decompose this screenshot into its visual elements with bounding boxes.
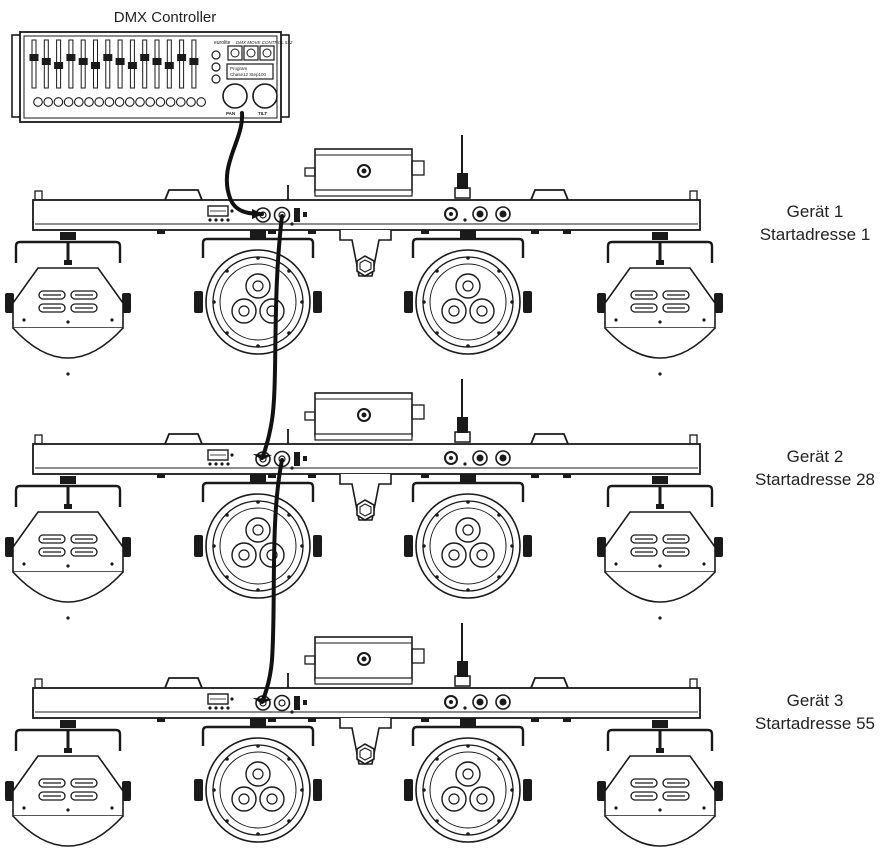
knob-label-tilt: TILT <box>258 111 267 116</box>
cable-arrow-2 <box>253 454 272 460</box>
fader-knob <box>140 54 150 61</box>
controller-button <box>43 97 54 107</box>
controller-model: DMX MOVE CONTROL 512 <box>236 40 293 45</box>
device-1-name: Gerät 1 <box>786 202 844 221</box>
device-1-label: Gerät 1 Startadresse 1 <box>735 201 895 247</box>
device-2-name: Gerät 2 <box>786 447 844 466</box>
fader-track <box>68 39 74 89</box>
fader-track <box>142 39 148 89</box>
controller-button <box>94 97 105 107</box>
fader-knob <box>115 58 125 65</box>
controller-brand: eurolite <box>214 40 231 46</box>
controller-button <box>73 97 84 107</box>
controller-button <box>63 97 74 107</box>
cable-controller-to-device-1 <box>224 111 264 216</box>
knob-label-pan: PAN <box>226 111 235 116</box>
fader-knob <box>127 62 137 69</box>
controller-button <box>124 97 135 107</box>
button-row <box>33 97 207 107</box>
fader-knob <box>152 58 162 65</box>
fader-knob <box>41 58 51 65</box>
controller-button <box>145 97 156 107</box>
fader-knob <box>103 54 113 61</box>
fader-knob <box>66 54 76 61</box>
cable-device-1-to-device-2 <box>260 214 284 460</box>
fader-knob <box>29 54 39 61</box>
device-3-label: Gerät 3 Startadresse 55 <box>735 690 895 736</box>
controller-button <box>175 97 186 107</box>
cable-arrow-3 <box>253 698 272 704</box>
controller-button <box>104 97 115 107</box>
fader-knob <box>164 62 174 69</box>
controller-button <box>186 97 196 107</box>
light-bar-2 <box>5 379 723 620</box>
fader-track <box>179 39 185 89</box>
cable-device-2-to-device-3 <box>260 458 284 704</box>
controller-button <box>53 97 64 107</box>
controller-button <box>33 97 43 107</box>
fader-knob <box>78 58 88 65</box>
device-3-name: Gerät 3 <box>786 691 844 710</box>
light-bar-1 <box>5 135 723 376</box>
device-2-address: Startadresse 28 <box>754 469 875 489</box>
dmx-controller: eurolite DMX MOVE CONTROL 512 Program Ch… <box>11 31 293 123</box>
fader-knob <box>177 54 187 61</box>
controller-display-line1: Program <box>230 66 248 71</box>
controller-button <box>165 97 176 107</box>
dmx-cables <box>224 111 284 704</box>
fader-bank <box>29 39 199 89</box>
fader-knob <box>189 58 199 65</box>
device-1-address: Startadresse 1 <box>759 224 871 244</box>
controller-button <box>196 97 207 107</box>
fader-track <box>31 39 37 89</box>
device-2-label: Gerät 2 Startadresse 28 <box>735 446 895 492</box>
controller-button <box>114 97 125 107</box>
controller-display-line2: Chase12 Step100 <box>230 72 267 77</box>
controller-button <box>84 97 94 107</box>
fader-track <box>105 39 111 89</box>
light-bar-3 <box>5 623 723 849</box>
controller-button <box>135 97 145 107</box>
fader-knob <box>54 62 64 69</box>
controller-title: DMX Controller <box>113 9 217 26</box>
fader-knob <box>91 62 100 69</box>
controller-button <box>155 97 166 107</box>
device-3-address: Startadresse 55 <box>754 713 875 733</box>
cable-arrow-1 <box>252 209 263 219</box>
